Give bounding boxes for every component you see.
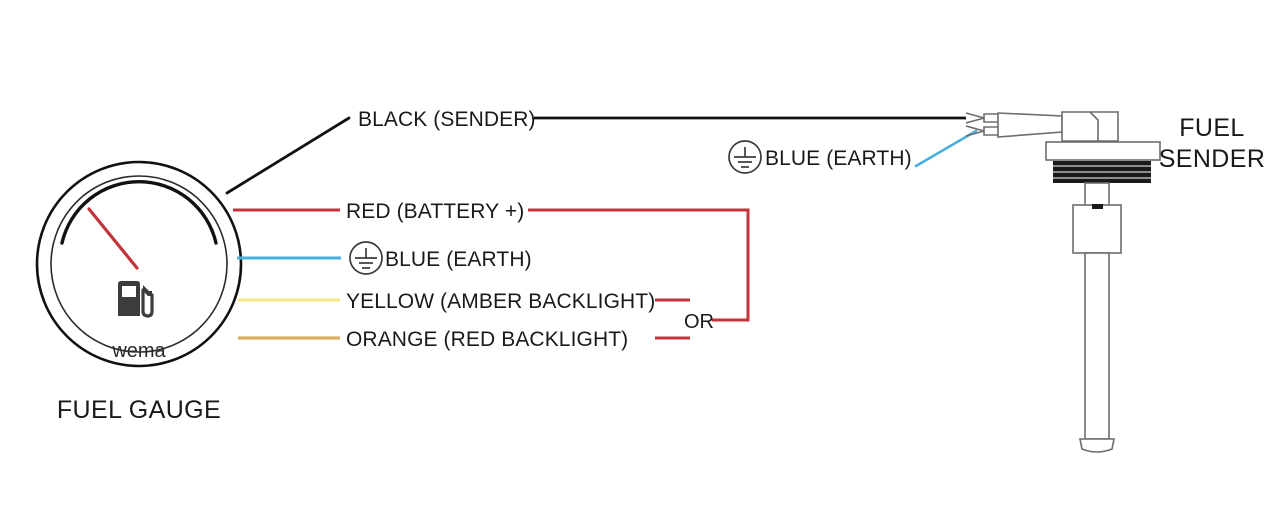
wire-red-battery: RED (BATTERY +)	[233, 200, 750, 322]
fuel-sender-caption-line1: FUEL	[1179, 114, 1245, 142]
fuel-gauge-component: wema FUEL GAUGE	[35, 160, 243, 424]
sender-cable-sleeve	[997, 112, 1063, 138]
sender-flange-plate	[1045, 141, 1161, 161]
wire-blue-earth-gauge-label: BLUE (EARTH)	[385, 248, 532, 271]
sender-connector-block	[1061, 111, 1119, 142]
sender-float-clip	[1092, 204, 1103, 209]
wire-red-battery-run	[528, 208, 750, 322]
fuel-sender-caption-line2: SENDER	[1159, 145, 1266, 173]
wire-blue-earth-sender-label: BLUE (EARTH)	[765, 147, 912, 170]
fuel-pump-icon	[118, 281, 154, 318]
earth-symbol-sender	[728, 140, 762, 174]
sender-threaded-band	[1053, 161, 1151, 183]
sender-terminal-lower	[965, 125, 1001, 137]
wire-yellow-label: YELLOW (AMBER BACKLIGHT)	[346, 290, 655, 313]
wire-black-sender-leader	[225, 116, 351, 195]
wire-blue-earth-gauge: BLUE (EARTH)	[237, 241, 532, 275]
fuel-gauge-caption: FUEL GAUGE	[57, 396, 221, 424]
gauge-needle	[87, 207, 139, 270]
sender-connector-detail	[1089, 111, 1099, 141]
gauge-bezel-inner	[50, 175, 228, 353]
fuel-sender-component: FUEL SENDER	[965, 111, 1266, 453]
gauge-brand-label: wema	[111, 340, 166, 362]
wire-orange-red-backlight: ORANGE (RED BACKLIGHT)	[238, 328, 690, 351]
sender-terminal-upper	[965, 112, 1001, 124]
wire-yellow-amber-backlight: YELLOW (AMBER BACKLIGHT)	[238, 290, 690, 313]
gauge-bezel-outer	[35, 160, 243, 368]
gauge-scale-arc	[60, 180, 218, 245]
backlight-or-junction-label: OR	[684, 311, 714, 333]
sender-tube-lower	[1084, 252, 1110, 440]
wire-black-sender-label: BLACK (SENDER)	[358, 108, 536, 131]
wire-black-sender: BLACK (SENDER)	[225, 108, 966, 195]
wire-blue-earth-sender-leader	[914, 129, 978, 168]
sender-float-box	[1072, 204, 1122, 254]
sender-bottom-cap	[1079, 438, 1115, 453]
wire-blue-earth-sender: BLUE (EARTH)	[728, 129, 978, 174]
wire-orange-label: ORANGE (RED BACKLIGHT)	[346, 328, 628, 351]
earth-symbol-gauge	[349, 241, 383, 275]
wire-red-battery-label: RED (BATTERY +)	[346, 200, 524, 223]
